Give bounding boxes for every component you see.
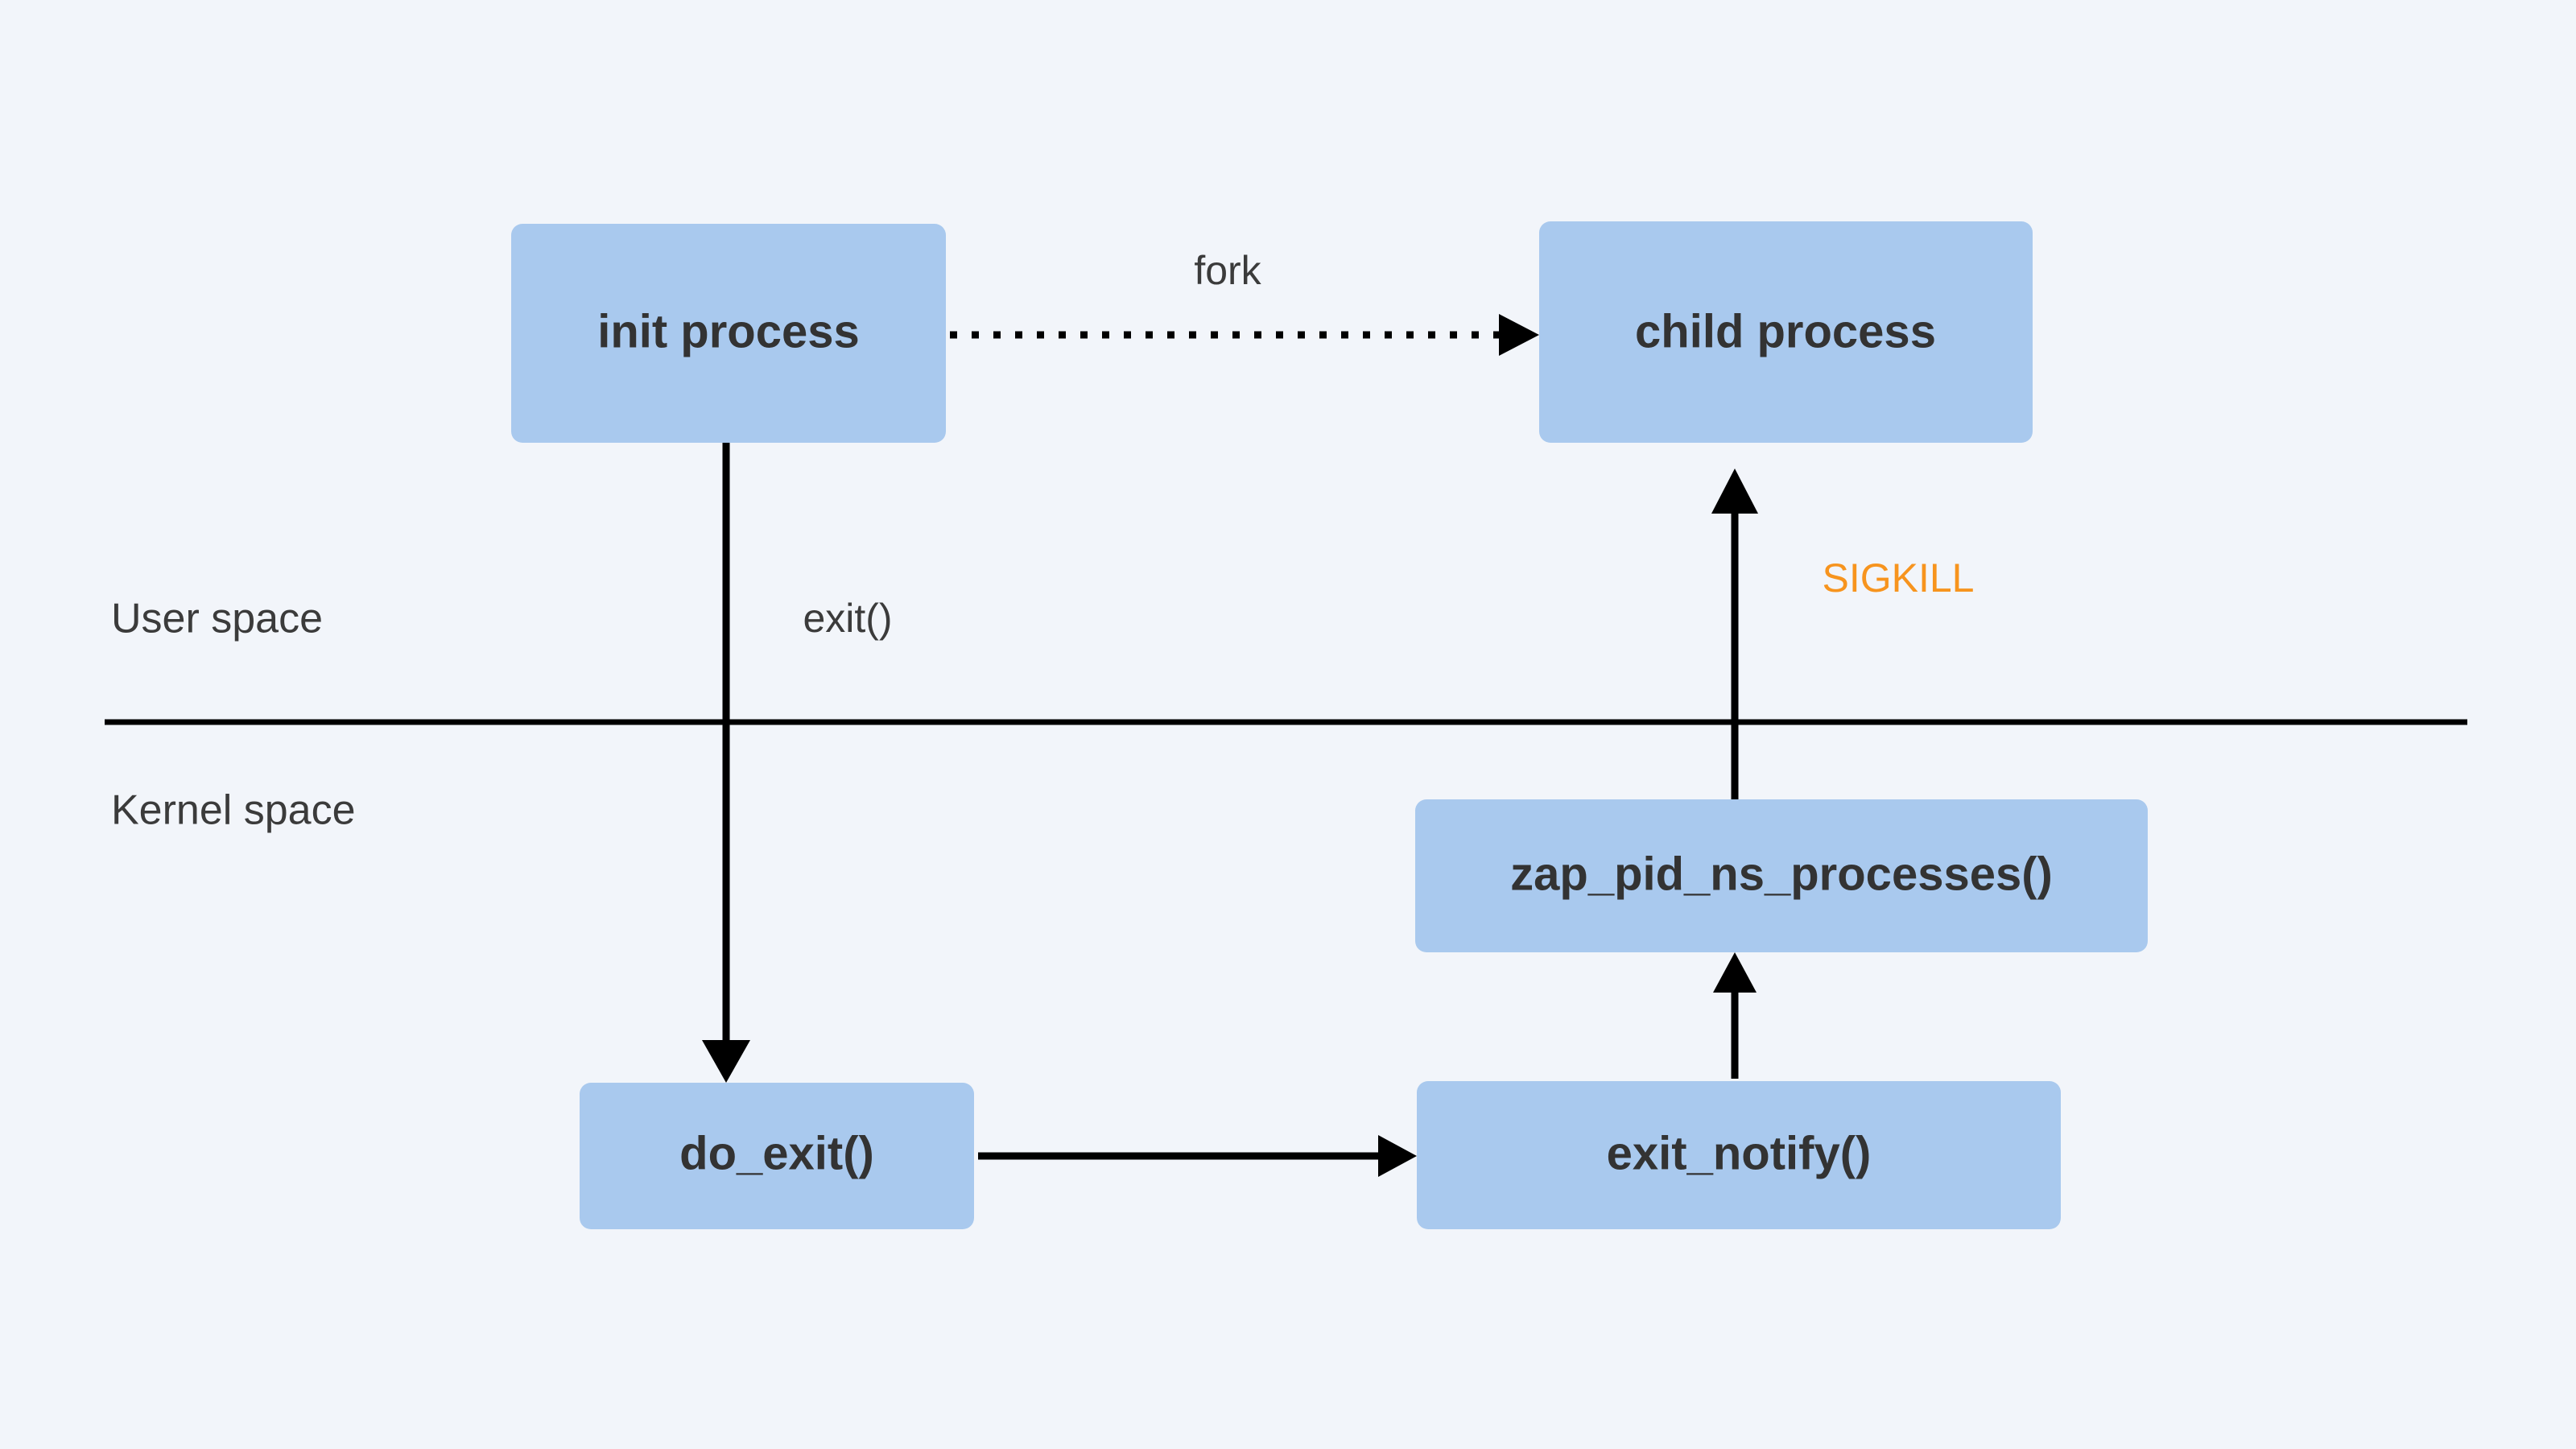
node-child-process[interactable]: child process [1539, 221, 2033, 443]
node-exit-notify[interactable]: exit_notify() [1417, 1081, 2061, 1229]
zap-arrow-head-icon [1713, 952, 1757, 993]
exit-edge-label: exit() [803, 596, 892, 641]
zap-pid-ns-processes-box[interactable] [1415, 799, 2148, 952]
exit-notify-box[interactable] [1417, 1081, 2061, 1229]
fork-arrow-head-icon [1499, 314, 1539, 356]
zap-pid-ns-processes-label: zap_pid_ns_processes() [1510, 848, 2053, 900]
do-exit-box[interactable] [580, 1083, 974, 1229]
edge-sigkill: SIGKILL [1711, 469, 1975, 799]
init-process-label: init process [597, 305, 860, 357]
edge-exit: exit() [702, 443, 893, 1083]
node-do-exit[interactable]: do_exit() [580, 1083, 974, 1229]
exit-arrow-head-icon [702, 1040, 750, 1083]
child-process-box[interactable] [1539, 221, 2033, 443]
exit-notify-label: exit_notify() [1607, 1127, 1872, 1179]
sigkill-edge-label: SIGKILL [1823, 555, 1975, 601]
edge-exit-notify-to-zap [1713, 952, 1757, 1079]
user-space-label: User space [111, 596, 323, 642]
do-exit-label: do_exit() [679, 1127, 874, 1179]
node-zap-pid-ns-processes[interactable]: zap_pid_ns_processes() [1415, 799, 2148, 952]
kernel-space-label: Kernel space [111, 787, 356, 834]
sigkill-arrow-head-icon [1711, 469, 1758, 514]
edge-fork: fork [950, 248, 1539, 356]
fork-edge-label: fork [1194, 248, 1261, 293]
child-process-label: child process [1635, 305, 1936, 357]
edge-do-exit-to-exit-notify [978, 1135, 1417, 1177]
node-init-process[interactable]: init process [511, 224, 946, 443]
do-exit-arrow-head-icon [1378, 1135, 1417, 1177]
init-process-box[interactable] [511, 224, 946, 443]
